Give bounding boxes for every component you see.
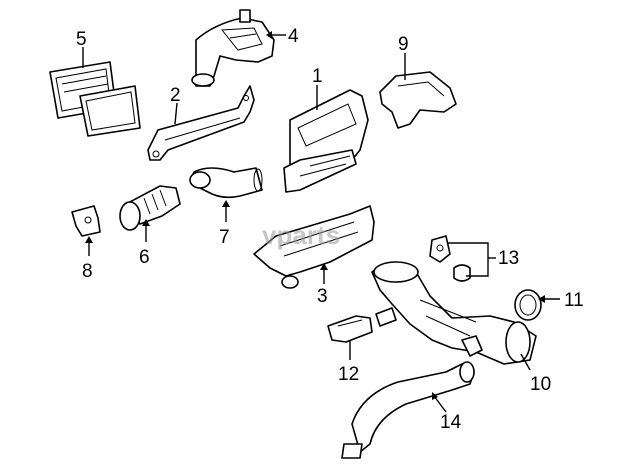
part-11-clamp-ring [514, 289, 542, 321]
callout-3: 3 [317, 286, 328, 307]
callout-6: 6 [139, 247, 150, 268]
part-2-bracket [147, 85, 255, 161]
part-1-air-cleaner [283, 89, 369, 193]
watermark: vparts [262, 220, 340, 250]
callout-numbers: 5 4 1 2 9 7 6 8 3 13 11 10 12 14 [76, 26, 584, 433]
part-10-duct-assembly [371, 261, 537, 365]
part-6-intake-hose [119, 185, 181, 231]
part-7-inlet-duct [189, 167, 263, 199]
callout-1: 1 [312, 66, 323, 87]
part-14-outlet-tube [341, 361, 475, 459]
callout-7: 7 [219, 227, 230, 248]
callout-4: 4 [288, 26, 299, 47]
part-5-filter [49, 61, 141, 137]
callout-8: 8 [82, 261, 93, 282]
callout-2: 2 [170, 85, 181, 106]
callout-10: 10 [530, 374, 551, 395]
callout-11: 11 [564, 290, 584, 311]
callout-12: 12 [338, 364, 359, 385]
callout-13: 13 [498, 248, 519, 269]
part-3-resonator [253, 205, 375, 289]
callout-5: 5 [76, 29, 87, 50]
part-9-heat-shield [379, 71, 457, 129]
leader-lines [82, 31, 560, 413]
callout-14: 14 [440, 412, 462, 433]
callout-9: 9 [398, 34, 409, 55]
part-4-maf-housing [191, 9, 275, 87]
part-13-sensor [429, 235, 471, 282]
part-8-mounting-bracket [71, 205, 101, 237]
part-12-air-flow-sensor [327, 307, 397, 343]
